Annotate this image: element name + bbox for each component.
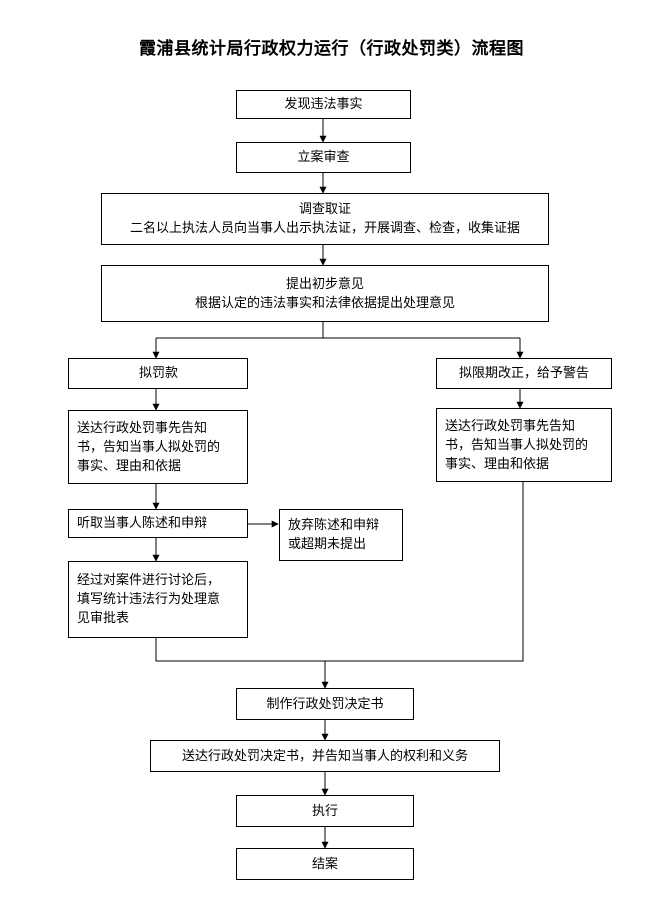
merge-connector: [155, 482, 524, 662]
node-discover-violation: 发现违法事实: [236, 90, 411, 119]
page-title: 霞浦县统计局行政权力运行（行政处罚类）流程图: [139, 39, 524, 59]
node-prior-notice-left: 送达行政处罚事先告知 书，告知当事人拟处罚的 事实、理由和依据: [68, 410, 248, 484]
node-hear-statement-defense: 听取当事人陈述和申辩: [68, 509, 248, 538]
node-waive-defense: 放弃陈述和申辩 或超期未提出: [279, 509, 403, 561]
node-proposed-fine: 拟罚款: [68, 358, 248, 389]
node-proposed-warning: 拟限期改正，给予警告: [436, 358, 612, 389]
node-close-case: 结案: [236, 848, 414, 880]
node-deliver-decision: 送达行政处罚决定书，并告知当事人的权利和义务: [150, 740, 500, 772]
node-case-filing-review: 立案审查: [236, 142, 411, 173]
branch-connector: [156, 322, 324, 339]
node-make-decision: 制作行政处罚决定书: [236, 688, 414, 720]
node-investigation: 调查取证 二名以上执法人员向当事人出示执法证，开展调查、检查，收集证据: [101, 193, 549, 245]
node-prior-notice-right: 送达行政处罚事先告知 书，告知当事人拟处罚的 事实、理由和依据: [436, 408, 612, 482]
node-execute: 执行: [236, 795, 414, 827]
node-case-discussion: 经过对案件进行讨论后， 填写统计违法行为处理意 见审批表: [68, 561, 248, 638]
node-preliminary-opinion: 提出初步意见 根据认定的违法事实和法律依据提出处理意见: [101, 265, 549, 322]
